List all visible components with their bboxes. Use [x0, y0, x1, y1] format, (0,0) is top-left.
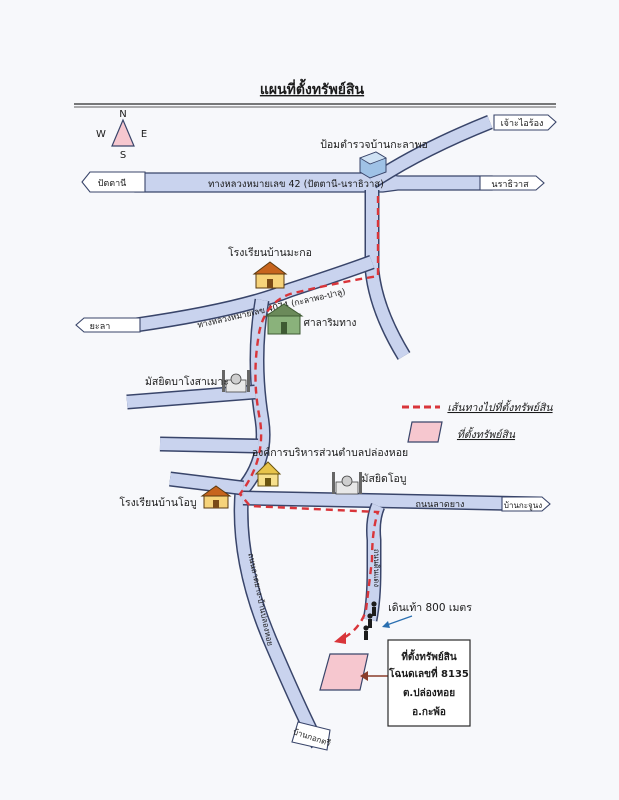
sign-ban-kachung [501, 496, 551, 512]
sign-narathiwat-label: นราธิวาส [491, 179, 529, 190]
sala-icon [264, 303, 304, 335]
school-makok-icon [252, 261, 288, 289]
sign-jaoairong [493, 114, 557, 131]
sign-yala [75, 317, 141, 333]
road-latyang-label: ถนนลาดยาง [416, 500, 465, 510]
sign-ban-kachung-label: บ้านกะจูนง [504, 501, 542, 511]
obt-office-label: องค์การบริหารส่วนตำบลปล่องหอย [252, 446, 408, 459]
sign-yala-label: ยะลา [90, 322, 111, 332]
legend-site-swatch [407, 421, 443, 443]
compass-e: E [141, 129, 147, 140]
info-line-3: ต.ปล่องหอย [403, 687, 455, 699]
masjid-oboe-label: มัสยิดโอบู [362, 472, 407, 485]
property-parcel [319, 653, 369, 691]
school-oboe-label: โรงเรียนบ้านโอบู [119, 496, 196, 509]
legend-site-label: ที่ตั้งทรัพย์สิน [457, 426, 516, 441]
sala-label: ศาลาริมทาง [304, 318, 357, 329]
obt-office-icon [254, 461, 282, 487]
road-lane-label: ถนนดินแดง [372, 549, 381, 587]
school-oboe-icon [200, 485, 232, 509]
walk-pointer-head-icon [382, 621, 390, 628]
route-line [238, 196, 380, 642]
walking-people-icon [363, 601, 377, 640]
sign-narathiwat [479, 175, 545, 191]
masjid-oboe-icon [332, 472, 362, 495]
info-box: ที่ตั้งทรัพย์สิน โฉนดเลขที่ 8135 ต.ปล่อง… [387, 639, 471, 727]
walk-distance-label: เดินเท้า 800 เมตร [388, 602, 472, 614]
police-post-label: ป้อมตำรวจบ้านกะลาพอ [320, 139, 428, 151]
info-line-1: ที่ตั้งทรัพย์สิน [401, 649, 456, 663]
masjid-bangosamae-label: มัสยิดบาโงสาเมาะ [145, 375, 229, 388]
masjid-bangosamae-icon [222, 370, 250, 393]
info-line-4: อ.กะพ้อ [412, 706, 446, 718]
parcel-pointer-head-icon [360, 671, 368, 681]
police-post-icon [359, 151, 387, 179]
legend-route-label: เส้นทางไปที่ตั้งทรัพย์สิน [447, 399, 553, 414]
sign-jaoairong-label: เจ้าะไอร้อง [501, 118, 544, 129]
map-title: แผนที่ตั้งทรัพย์สิน [260, 78, 365, 98]
highway-42-label: ทางหลวงหมายเลข 42 (ปัตตานี-นราธิวาส) [208, 178, 384, 190]
compass-w: W [96, 129, 106, 140]
compass-icon: N S W E [96, 109, 147, 161]
school-makok-label: โรงเรียนบ้านมะกอ [228, 246, 312, 259]
info-line-2: โฉนดเลขที่ 8135 [388, 666, 469, 680]
compass-n: N [119, 109, 126, 120]
compass-s: S [120, 150, 126, 161]
sign-pattani-label: ปัตตานี [98, 178, 127, 189]
route-arrow-icon [334, 632, 346, 644]
sign-ban-kokdari [291, 721, 331, 751]
sign-pattani [81, 171, 146, 193]
destination-signs: ปัตตานี นราธิวาส เจ้าะไอร้อง ยะลา บ้านกะ… [75, 114, 557, 751]
legend: เส้นทางไปที่ตั้งทรัพย์สิน ที่ตั้งทรัพย์ส… [402, 399, 553, 443]
